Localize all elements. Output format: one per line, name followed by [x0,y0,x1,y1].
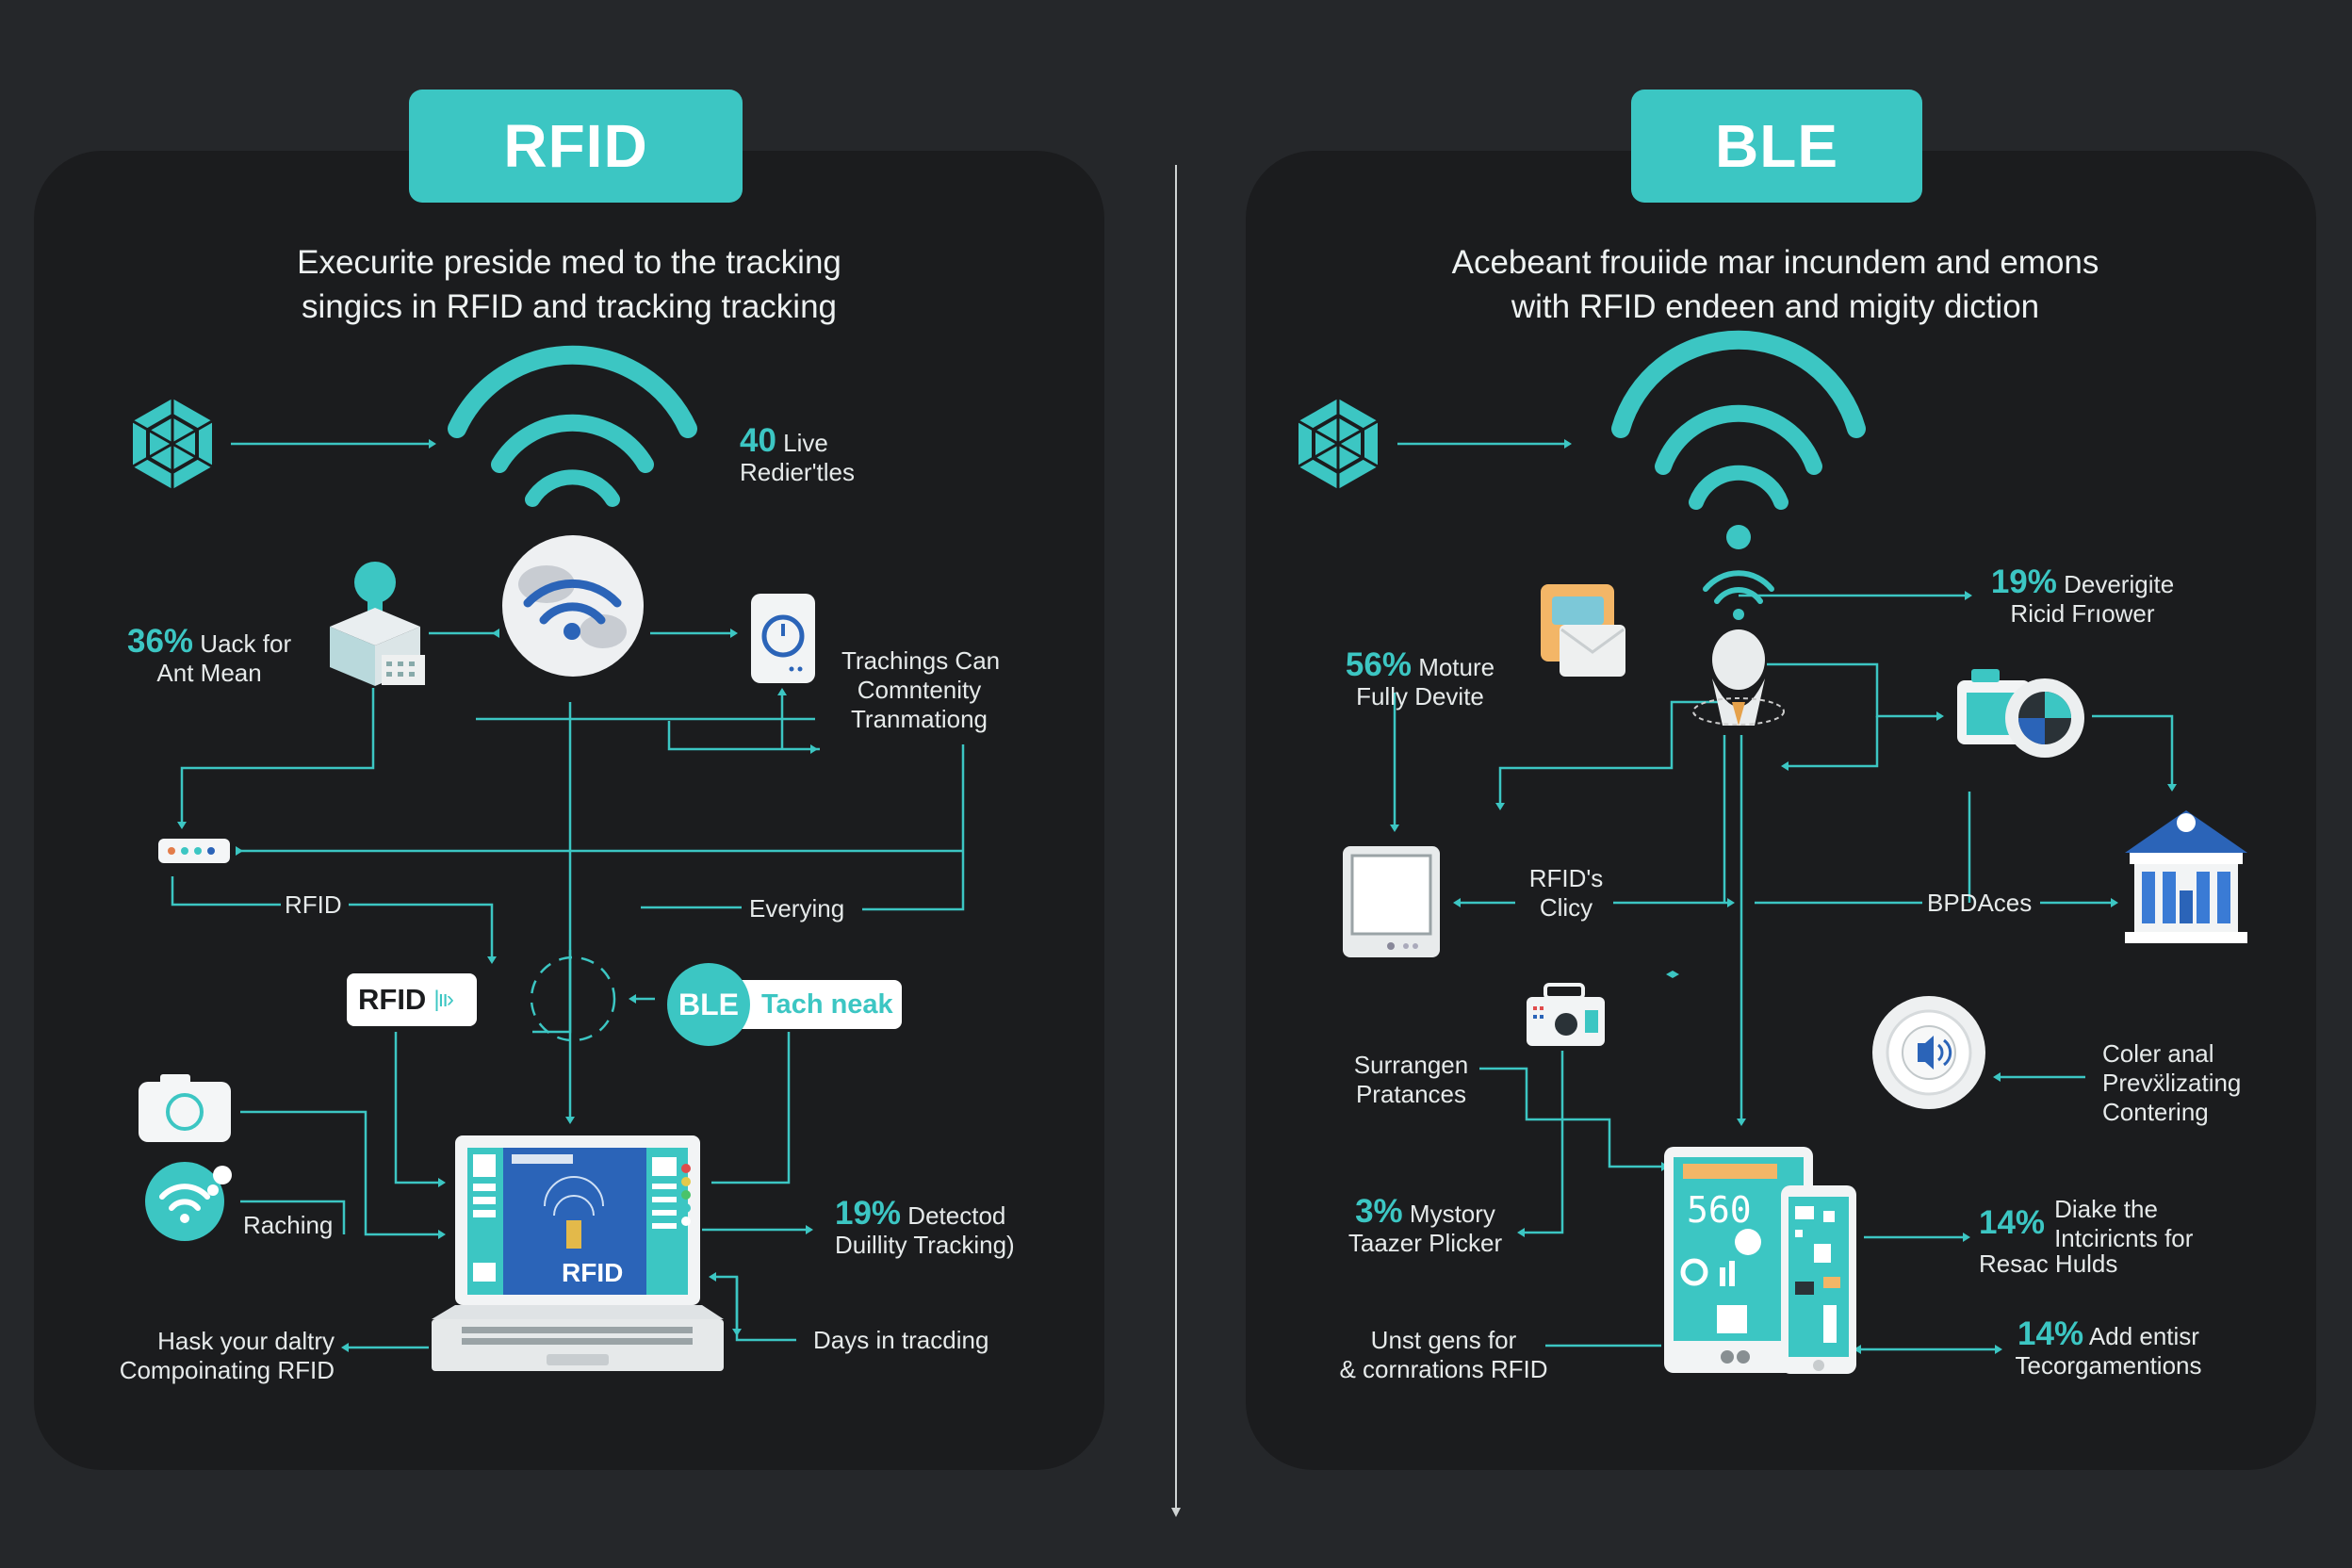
rfid-subtitle-line-1: Execurite preside med to the tracking [297,244,841,281]
rfid-line-label: RFID [285,890,342,919]
stat-label: Redier'tles [740,458,856,486]
stat-value: 56% [1345,646,1412,683]
label-line: Comntenity [857,676,982,704]
laptop-screen-label: RFID [562,1258,624,1287]
bpdaces-label: BPDAces [1927,889,2033,917]
stat-label: Ant Mean [156,659,262,687]
stat-label: Resac Hulds [1979,1250,2118,1278]
label-line: Compoinating RFID [119,1356,335,1384]
label-line: & cornrations RFID [1339,1355,1548,1383]
label-line: Surrangen [1353,1051,1469,1079]
stat-label: Diake the [2054,1195,2158,1223]
label-line: Contering [2102,1098,2209,1126]
label-line: Prevẍlizating [2102,1069,2242,1097]
rfid-chip[interactable]: RFID |ıı› [347,973,477,1026]
label-line: Pratances [1355,1080,1467,1108]
rfid-subtitle-line-2: singics in RFID and tracking tracking [302,288,837,325]
signal-bars-icon: |ıı› [433,987,454,1012]
stat-label: Intciricnts for [2054,1224,2194,1252]
ble-subtitle-line-1: Acebeant frouiide mar incundem and emons [1451,244,2099,281]
stat-value: 19% [835,1195,902,1232]
stat-value: 14% [2017,1315,2084,1352]
ble-subtitle: Acebeant frouiide mar incundem and emons… [1240,240,2311,329]
phone-screen-value: 560 [1687,1189,1752,1231]
label-line: Tranmationg [851,705,988,733]
stat-label: Ricid Frıower [2010,599,2155,628]
tab-ble[interactable]: BLE [1631,90,1922,203]
rfid-subtitle: Execurite preside med to the tracking si… [34,240,1104,329]
stat-label: Tecorgamentions [2015,1351,2202,1380]
label-line: RFID's [1528,864,1604,892]
unst-gens-label: Unst gens for& cornrations RFID [1335,1326,1552,1384]
rfid-chip-label: RFID [358,983,427,1016]
ble-badge: BLE [667,963,750,1046]
tab-rfid[interactable]: RFID [409,90,743,203]
stat-value: 19% [1990,564,2057,600]
stat-label: Live [783,429,828,457]
raching-label: Raching [243,1211,334,1239]
stat-label: Detectod [907,1201,1006,1230]
stat-label: Duillity Tracking) [835,1231,1015,1259]
stat-label: Uack for [200,629,292,658]
everying-label: Everying [749,894,845,923]
ble-subtitle-line-2: with RFID endeen and migity diction [1511,288,2040,325]
label-line: Clicy [1539,893,1593,922]
stat-label: Mystory [1409,1200,1495,1228]
stat-value: 3% [1355,1193,1403,1230]
label-line: Unst gens for [1370,1326,1517,1354]
stat-label: Taazer Plicker [1348,1229,1503,1257]
label-line: Hask your daltry [157,1327,335,1355]
label-line: Trachings Can [841,646,1001,675]
stat-value: 14% [1979,1204,2046,1241]
stat-label: Deverigite [2064,570,2175,598]
stat-value: 36% [127,623,194,660]
stat-label: Add entisr [2088,1322,2199,1350]
stat-label: Fully Devite [1356,682,1484,710]
label-line: Coler anal [2102,1039,2214,1068]
stat-value: 40 [740,422,776,459]
days-label: Days in tracding [813,1326,989,1354]
stat-label: Moture [1418,653,1495,681]
ble-chip-text: Tach neak [761,988,893,1020]
